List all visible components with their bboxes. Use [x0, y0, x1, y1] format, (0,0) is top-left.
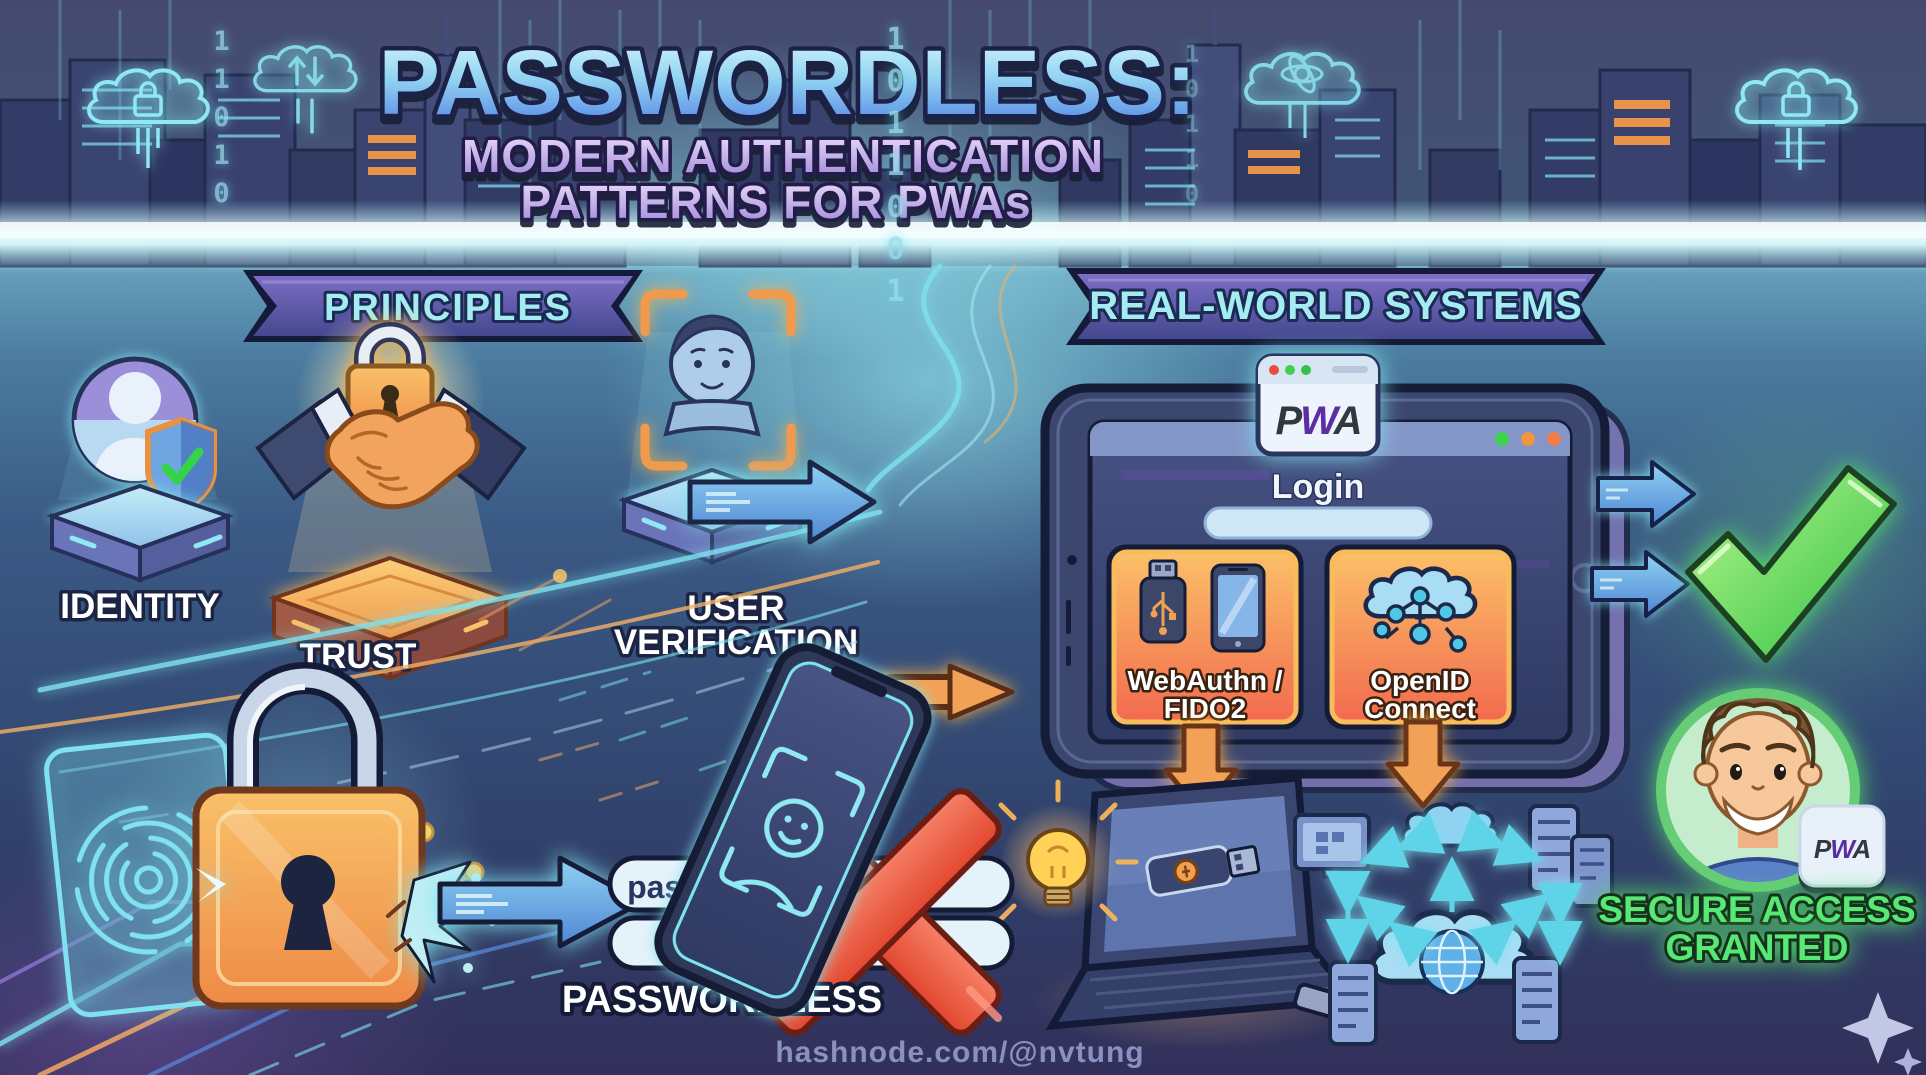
security-key-icon: [1145, 845, 1261, 897]
phone-small-icon: [1210, 563, 1266, 653]
page-subtitle-1: MODERN AUTHENTICATION: [462, 130, 1104, 182]
openid-card[interactable]: OpenID Connect: [1324, 544, 1517, 730]
cloud-lock-icon-right: [1735, 68, 1858, 170]
tablet-screen: Login WebAuthn / FIDO2: [1087, 419, 1573, 745]
arrow-to-check-bottom-icon: [1590, 550, 1690, 618]
login-input[interactable]: [1203, 506, 1433, 540]
binary-column-right: 10110: [1178, 40, 1206, 215]
identity-label: IDENTITY: [60, 587, 219, 626]
binary-column-center: 1011001: [878, 22, 913, 316]
arrow-right-to-password-icon: [437, 855, 645, 949]
cloud-sync-icon: [253, 45, 358, 134]
title-block: PASSWORDLESS: MODERN AUTHENTICATION PATT…: [374, 28, 1201, 232]
trust-pedestal: [267, 555, 513, 681]
openid-card-label-line2: Connect: [1364, 693, 1476, 724]
face-id-phone-icon: [654, 643, 932, 1017]
avatar: PWA SECURE ACCESS GRANTED: [1595, 688, 1919, 971]
building-windows-orange: [368, 100, 1670, 175]
login-label: Login: [1272, 468, 1365, 506]
broken-padlock-icon: [115, 662, 496, 1010]
arrow-right-to-tablet-icon: [687, 459, 877, 545]
avatar-pwa-badge: PWA: [1798, 804, 1886, 888]
real-world-banner-label: REAL-WORLD SYSTEMS: [1089, 284, 1583, 328]
cloud-gear-icon: [1244, 51, 1361, 138]
server-bottom-right-icon: [1512, 956, 1562, 1044]
verification-label-line1: USER: [687, 589, 784, 628]
face-scan-icon: [640, 289, 796, 471]
avatar-pwa-logo-text: PWA: [1814, 834, 1870, 864]
identity-pedestal: [45, 483, 235, 583]
laptop-icon: [1030, 774, 1370, 1050]
monitor-icon: [1293, 813, 1371, 879]
cloud-network-icon: [1366, 569, 1475, 653]
trust-item: TRUST: [255, 305, 527, 681]
real-world-banner: REAL-WORLD SYSTEMS: [1066, 268, 1606, 345]
webauthn-card-label-line1: WebAuthn /: [1127, 665, 1282, 696]
arrow-to-check-top-icon: [1596, 460, 1696, 528]
page-subtitle-2: PATTERNS FOR PWAs: [520, 176, 1031, 228]
server-bottom-left-icon: [1328, 960, 1378, 1046]
identity-item: IDENTITY: [45, 356, 235, 630]
checkmark-icon: [1685, 465, 1897, 663]
sparkle-icon: [1842, 992, 1922, 1075]
page-title: PASSWORDLESS:: [379, 32, 1198, 134]
webauthn-card[interactable]: WebAuthn / FIDO2: [1106, 544, 1304, 730]
network-diagram: [1293, 804, 1614, 1046]
tablet-device: Login WebAuthn / FIDO2: [1040, 383, 1630, 793]
webauthn-card-label-line2: FIDO2: [1164, 693, 1246, 724]
arrow-down-openid-icon: [1385, 719, 1461, 809]
openid-card-label-line1: OpenID: [1370, 665, 1470, 696]
network-arrows: [1325, 809, 1583, 968]
usb-key-icon: [1139, 559, 1187, 644]
cloud-lock-icon: [87, 68, 210, 168]
pwa-badge: PWA: [1255, 353, 1381, 457]
pwa-logo-text: PWA: [1275, 399, 1360, 443]
secure-access-line1: SECURE ACCESS: [1598, 889, 1915, 930]
handshake-icon: [255, 387, 527, 510]
watermark: hashnode.com/@nvtung: [775, 1036, 1145, 1069]
secure-access-line2: GRANTED: [1666, 927, 1849, 968]
binary-column-left: 11010: [206, 26, 237, 216]
